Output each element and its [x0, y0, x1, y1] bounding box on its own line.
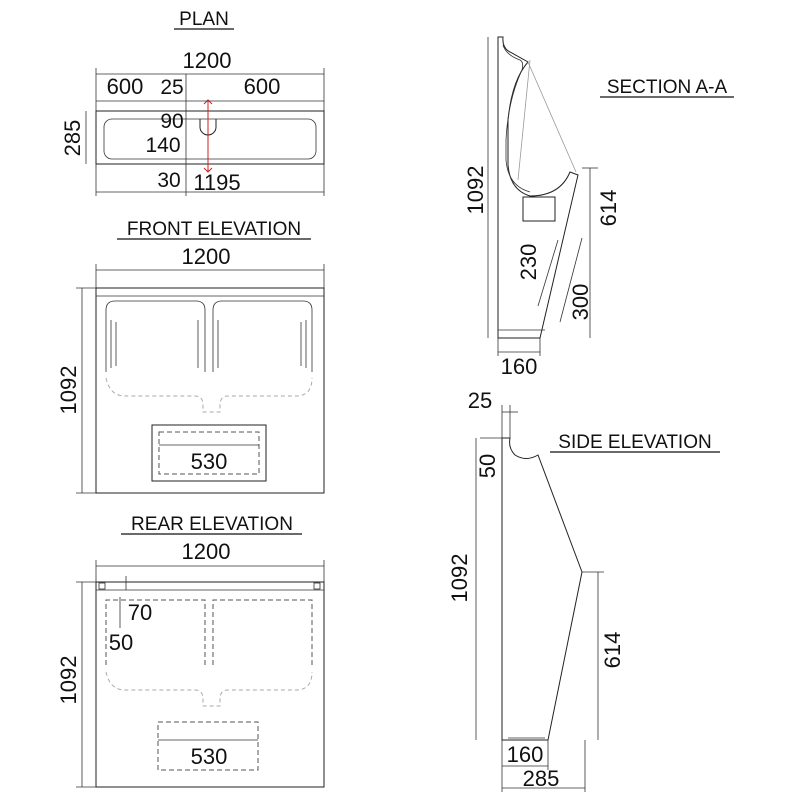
front-bowl-hidden-outline	[105, 377, 313, 413]
front-bowl-left	[105, 300, 206, 372]
section-outlet	[522, 196, 556, 222]
section-a-a-view: SECTION A-A 614 1092 230 300 160	[463, 36, 734, 379]
rear-elevation-view: REAR ELEVATION 1200 70 50 1092 530	[56, 514, 325, 788]
side-dim-50: 50	[475, 454, 500, 478]
front-title: FRONT ELEVATION	[127, 219, 301, 240]
side-dim-160: 160	[507, 742, 544, 767]
plan-section-arrow-bottom	[203, 167, 213, 173]
front-bowl-right	[212, 300, 313, 372]
rear-bowl-right-hidden	[212, 599, 313, 665]
rear-dim-1092: 1092	[56, 656, 81, 705]
section-dim-1092: 1092	[463, 166, 488, 215]
plan-section-arrow-top	[203, 99, 213, 105]
rear-dim-50: 50	[109, 630, 133, 655]
plan-view: PLAN 1200 600 25 600 285 90 140 30 1195	[60, 9, 325, 196]
rear-dim-530: 530	[191, 744, 228, 769]
plan-dim-600-right: 600	[244, 74, 281, 99]
section-dim-230: 230	[516, 244, 541, 281]
plan-dim-140: 140	[145, 134, 180, 157]
plan-dim-1200: 1200	[183, 48, 232, 73]
section-profile	[497, 36, 579, 339]
side-dim-285: 285	[523, 766, 560, 791]
rear-bracket-right	[313, 582, 321, 590]
side-dim-614: 614	[600, 632, 625, 669]
rear-dim-1200: 1200	[182, 539, 231, 564]
front-access-panel	[151, 424, 267, 482]
section-spray-line	[527, 61, 577, 173]
front-dim-1092: 1092	[56, 366, 81, 415]
rear-dim-70: 70	[128, 600, 152, 625]
side-title: SIDE ELEVATION	[558, 432, 711, 453]
section-dim-160: 160	[501, 354, 538, 379]
rear-bracket-left	[98, 582, 106, 590]
rear-bowl-left-hidden	[105, 599, 206, 665]
front-elevation-view: FRONT ELEVATION 1200 1092 530	[56, 219, 325, 494]
front-dim-1200: 1200	[182, 244, 231, 269]
side-profile	[501, 437, 583, 741]
plan-dim-90: 90	[160, 110, 183, 133]
front-outline	[95, 287, 325, 494]
rear-access-panel-hidden	[157, 721, 259, 771]
side-dim-1092: 1092	[447, 554, 472, 603]
plan-basin	[103, 118, 317, 160]
section-dim-300: 300	[568, 284, 593, 321]
side-dim-25: 25	[468, 388, 492, 413]
rear-outline	[95, 581, 325, 788]
side-elevation-view: SIDE ELEVATION 25 50 1092 614 160 285	[447, 388, 720, 792]
plan-dim-285: 285	[60, 120, 85, 157]
plan-title: PLAN	[179, 9, 229, 30]
plan-dim-25: 25	[160, 76, 183, 99]
front-dim-530: 530	[191, 449, 228, 474]
plan-outline	[95, 110, 325, 165]
section-dim-614: 614	[596, 190, 621, 227]
plan-dim-600-left: 600	[107, 74, 144, 99]
plan-dim-1195: 1195	[193, 170, 240, 195]
plan-dim-30: 30	[157, 169, 180, 192]
section-title: SECTION A-A	[607, 77, 728, 98]
rear-title: REAR ELEVATION	[131, 514, 293, 535]
